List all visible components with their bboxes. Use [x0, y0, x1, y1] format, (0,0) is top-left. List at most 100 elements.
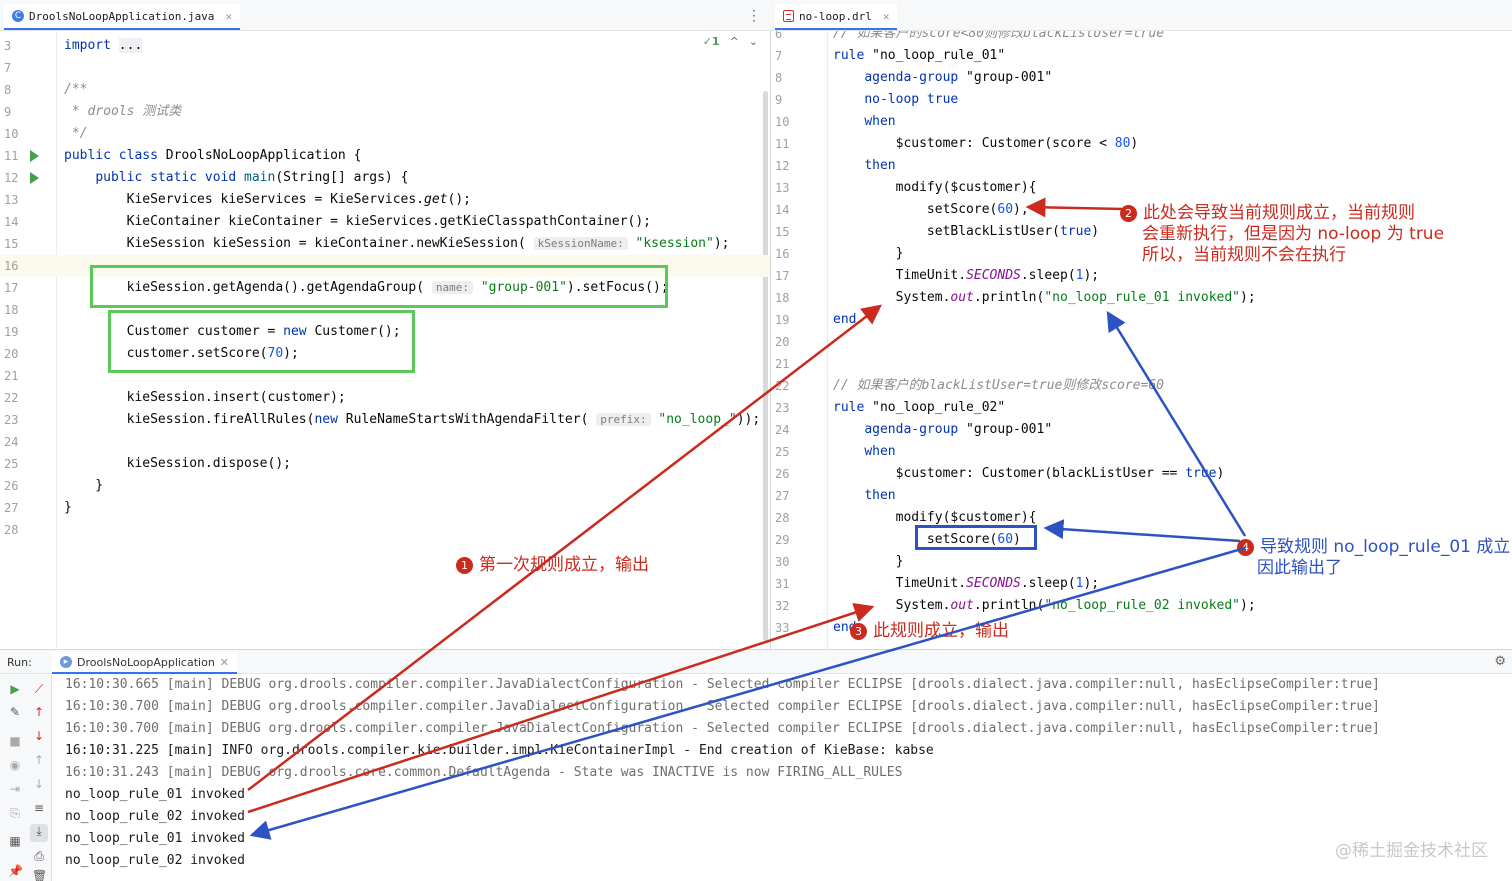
line-number[interactable]: 7 — [4, 61, 12, 75]
line-number[interactable]: 25 — [4, 457, 19, 471]
line-number[interactable]: 26 — [775, 467, 790, 481]
code-line-7[interactable]: 7 — [0, 57, 770, 79]
layout-icon[interactable]: ▦ — [9, 834, 21, 848]
code-line-21[interactable]: 21 — [0, 365, 770, 387]
inspection-widget[interactable]: ✓1^⌄ — [703, 35, 758, 48]
line-number[interactable]: 24 — [775, 423, 790, 437]
code-line-12[interactable]: 12 public static void main(String[] args… — [0, 167, 770, 189]
tab-no-loop-drl[interactable]: no-loop.drl ✕ — [775, 4, 898, 30]
line-number[interactable]: 12 — [775, 159, 790, 173]
code-line-18[interactable]: 18 — [0, 299, 770, 321]
line-number[interactable]: 28 — [775, 511, 790, 525]
close-icon[interactable]: ✕ — [219, 655, 230, 669]
rerun-icon[interactable]: ▶ — [10, 682, 20, 696]
line-number[interactable]: 31 — [775, 577, 790, 591]
line-number[interactable]: 15 — [4, 237, 19, 251]
code-line-15[interactable]: 15 setBlackListUser(true) — [771, 221, 1512, 243]
code-line-23[interactable]: 23 kieSession.fireAllRules(new RuleNameS… — [0, 409, 770, 431]
stop-icon[interactable]: ■ — [9, 734, 21, 748]
line-number[interactable]: 26 — [4, 479, 19, 493]
line-number[interactable]: 3 — [4, 39, 12, 53]
line-number[interactable]: 25 — [775, 445, 790, 459]
line-number[interactable]: 27 — [4, 501, 19, 515]
scroll-down-icon[interactable]: ↓ — [33, 777, 45, 791]
line-number[interactable]: 8 — [775, 71, 783, 85]
code-line-9[interactable]: 9 no-loop true — [771, 89, 1512, 111]
code-line-25[interactable]: 25 kieSession.dispose(); — [0, 453, 770, 475]
code-line-8[interactable]: 8 agenda-group "group-001" — [771, 67, 1512, 89]
code-line-14[interactable]: 14 setScore(60), — [771, 199, 1512, 221]
line-number[interactable]: 22 — [775, 379, 790, 393]
soft-wrap-icon[interactable]: ≡ — [33, 801, 45, 815]
code-line-17[interactable]: 17 TimeUnit.SECONDS.sleep(1); — [771, 265, 1512, 287]
code-line-28[interactable]: 28 modify($customer){ — [771, 507, 1512, 529]
line-number[interactable]: 21 — [775, 357, 790, 371]
more-vertical-icon[interactable]: ⋮ — [747, 8, 761, 24]
code-line-9[interactable]: 9 * drools 测试类 — [0, 101, 770, 123]
line-number[interactable]: 19 — [775, 313, 790, 327]
run-gutter-icon[interactable] — [30, 172, 39, 184]
code-line-32[interactable]: 32 System.out.println("no_loop_rule_02 i… — [771, 595, 1512, 617]
code-line-12[interactable]: 12 then — [771, 155, 1512, 177]
line-number[interactable]: 23 — [4, 413, 19, 427]
line-number[interactable]: 24 — [4, 435, 19, 449]
code-line-26[interactable]: 26 $customer: Customer(blackListUser == … — [771, 463, 1512, 485]
code-line-11[interactable]: 11 $customer: Customer(score < 80) — [771, 133, 1512, 155]
code-line-8[interactable]: 8/** — [0, 79, 770, 101]
code-line-26[interactable]: 26 } — [0, 475, 770, 497]
line-number[interactable]: 6 — [775, 31, 783, 41]
line-number[interactable]: 13 — [4, 193, 19, 207]
line-number[interactable]: 15 — [775, 225, 790, 239]
line-number[interactable]: 9 — [4, 105, 12, 119]
code-line-25[interactable]: 25 when — [771, 441, 1512, 463]
edit-config-icon[interactable]: ⟋ — [34, 682, 44, 696]
code-line-22[interactable]: 22// 如果客户的blackListUser=true则修改score=60 — [771, 375, 1512, 397]
restore-layout-icon[interactable]: ⎘ — [10, 806, 20, 820]
code-line-18[interactable]: 18 System.out.println("no_loop_rule_01 i… — [771, 287, 1512, 309]
line-number[interactable]: 10 — [4, 127, 19, 141]
line-number[interactable]: 33 — [775, 621, 790, 635]
line-number[interactable]: 11 — [775, 137, 790, 151]
run-tab[interactable]: ▸ DroolsNoLoopApplication ✕ — [52, 652, 238, 674]
exit-icon[interactable]: ⇥ — [9, 782, 21, 796]
scroll-to-end-icon[interactable]: ⤓ — [30, 824, 48, 842]
code-line-15[interactable]: 15 KieSession kieSession = kieContainer.… — [0, 233, 770, 255]
code-line-13[interactable]: 13 KieServices kieServices = KieServices… — [0, 189, 770, 211]
line-number[interactable]: 32 — [775, 599, 790, 613]
line-number[interactable]: 11 — [4, 149, 19, 163]
line-number[interactable]: 17 — [4, 281, 19, 295]
line-number[interactable]: 23 — [775, 401, 790, 415]
run-console[interactable]: ▶ ⟋ ✎ ↑ ■ ↓ ◉ ↑ ⇥ ↓ ⎘ ≡ ▦ ⤓ ⎙ 📌 🗑 16:10:… — [0, 674, 1512, 881]
line-number[interactable]: 8 — [4, 83, 12, 97]
line-number[interactable]: 20 — [4, 347, 19, 361]
line-number[interactable]: 16 — [775, 247, 790, 261]
code-line-24[interactable]: 24 agenda-group "group-001" — [771, 419, 1512, 441]
code-line-13[interactable]: 13 modify($customer){ — [771, 177, 1512, 199]
line-number[interactable]: 9 — [775, 93, 783, 107]
line-number[interactable]: 18 — [4, 303, 19, 317]
line-number[interactable]: 28 — [4, 523, 19, 537]
wrench-icon[interactable]: ✎ — [9, 705, 21, 719]
code-line-10[interactable]: 10 */ — [0, 123, 770, 145]
pin-icon[interactable]: 📌 — [8, 864, 23, 878]
line-number[interactable]: 17 — [775, 269, 790, 283]
code-line-17[interactable]: 17 kieSession.getAgenda().getAgendaGroup… — [0, 277, 770, 299]
line-number[interactable]: 10 — [775, 115, 790, 129]
code-line-27[interactable]: 27} — [0, 497, 770, 519]
line-number[interactable]: 29 — [775, 533, 790, 547]
gear-icon[interactable]: ⚙ — [1494, 654, 1506, 669]
chevron-down-icon[interactable]: ⌄ — [748, 35, 758, 48]
line-number[interactable]: 7 — [775, 49, 783, 63]
line-number[interactable]: 19 — [4, 325, 19, 339]
line-number[interactable]: 30 — [775, 555, 790, 569]
code-line-10[interactable]: 10 when — [771, 111, 1512, 133]
code-line-28[interactable]: 28 — [0, 519, 770, 541]
code-line-27[interactable]: 27 then — [771, 485, 1512, 507]
line-number[interactable]: 20 — [775, 335, 790, 349]
arrow-down-icon[interactable]: ↓ — [33, 729, 45, 743]
